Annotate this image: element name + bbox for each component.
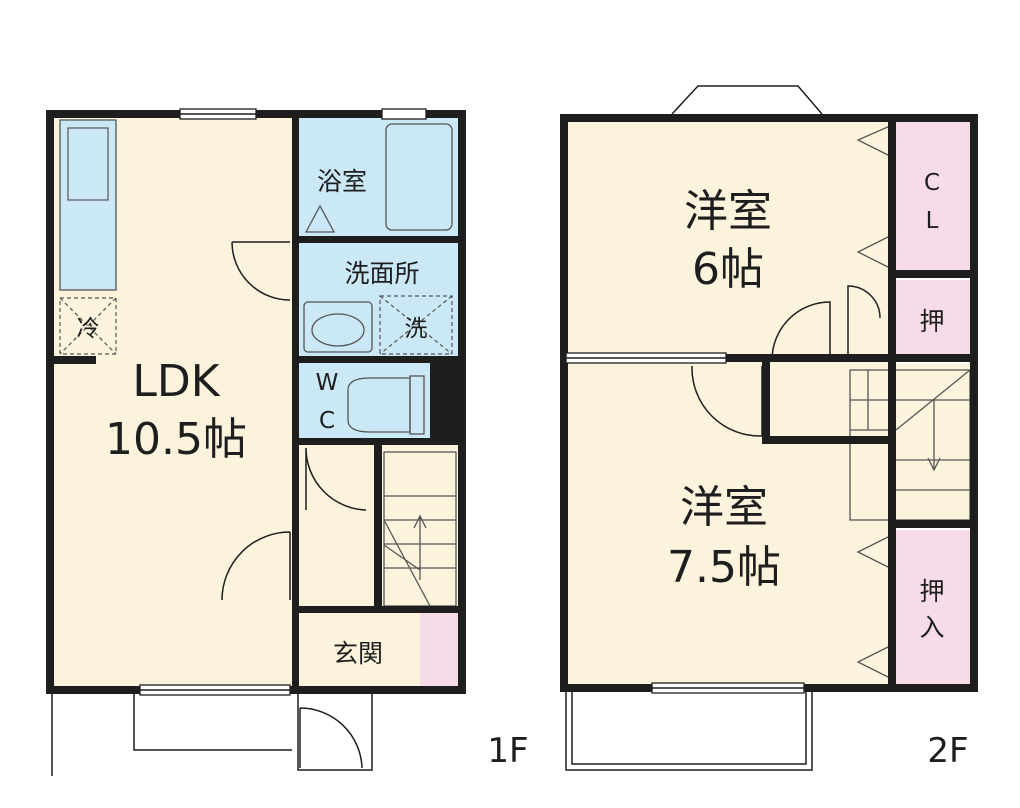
fridge-space [59,297,117,355]
room-7-label: 洋室 [680,482,768,533]
small-oshi-label: 押 [919,307,944,336]
ldk-size-label: 10.5帖 [105,414,247,465]
room-6-floor [566,120,892,360]
floor-2-label: 2F [927,731,968,771]
room-6-size-label: 6帖 [692,244,764,295]
oshiire-label-2: 入 [919,613,944,642]
entrance-label: 玄関 [333,639,383,668]
sink-basin [67,127,109,201]
floor-2 [560,85,978,771]
washer-space [379,295,453,355]
oshiire-floor [896,530,970,686]
wc-floor [298,360,430,440]
bathtub [385,123,453,231]
room-6-label: 洋室 [684,186,772,237]
washbasin [303,301,373,353]
bath-label: 浴室 [317,167,367,196]
washroom-label: 洗面所 [344,259,419,288]
closet-label-c: C [924,170,940,196]
entrance-floor [298,612,420,692]
shoe-storage [420,612,460,692]
floor-1 [46,108,466,776]
fridge-label: 冷 [77,316,100,342]
kitchen-counter [59,119,117,291]
closet-label-l: L [926,208,939,234]
wc-label-w: W [316,370,339,396]
wc-label-c: C [319,408,335,434]
ldk-label: LDK [132,356,220,407]
closet-floor [896,120,970,274]
washer-label: 洗 [405,316,428,342]
room-7-size-label: 7.5帖 [667,542,781,593]
oshiire-label-1: 押 [919,577,944,606]
floor-1-label: 1F [487,731,528,771]
small-oshi-floor [896,280,970,358]
